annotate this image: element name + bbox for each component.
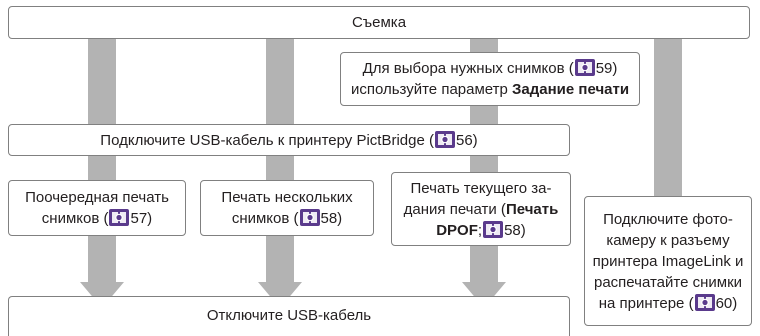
select-images-box: Для выбора нужных снимков (59) используй…	[340, 52, 640, 106]
imagelink-text: Подключите фото- камеру к разъему принте…	[592, 210, 744, 312]
print-dpof-box: Печать текущего за- дания печати (Печать…	[391, 172, 571, 246]
print-one-text: Поочередная печать снимков (57)	[25, 189, 169, 227]
page-reference-icon	[435, 131, 455, 148]
page-reference-icon	[109, 209, 129, 226]
arrow-flow-2	[258, 38, 302, 308]
arrow-flow-1	[80, 38, 124, 308]
connect-usb-text: Подключите USB-кабель к принтеру PictBri…	[100, 131, 478, 149]
page-reference-icon	[483, 221, 503, 238]
disconnect-usb-label: Отключите USB-кабель	[206, 307, 372, 324]
disconnect-usb-box: Отключите USB-кабель	[8, 296, 570, 336]
select-images-text: Для выбора нужных снимков (59) используй…	[350, 59, 630, 98]
imagelink-box: Подключите фото- камеру к разъему принте…	[584, 196, 752, 326]
shooting-label: Съемка	[351, 14, 407, 31]
page-reference-icon	[695, 294, 715, 311]
shooting-box: Съемка	[8, 6, 750, 39]
print-one-box: Поочередная печать снимков (57)	[8, 180, 186, 236]
print-multiple-text: Печать нескольких снимков (58)	[221, 189, 353, 227]
print-dpof-text: Печать текущего за- дания печати (Печать…	[403, 179, 559, 239]
print-multiple-box: Печать нескольких снимков (58)	[200, 180, 374, 236]
page-reference-icon	[300, 209, 320, 226]
page-reference-icon	[575, 59, 595, 76]
connect-usb-box: Подключите USB-кабель к принтеру PictBri…	[8, 124, 570, 156]
